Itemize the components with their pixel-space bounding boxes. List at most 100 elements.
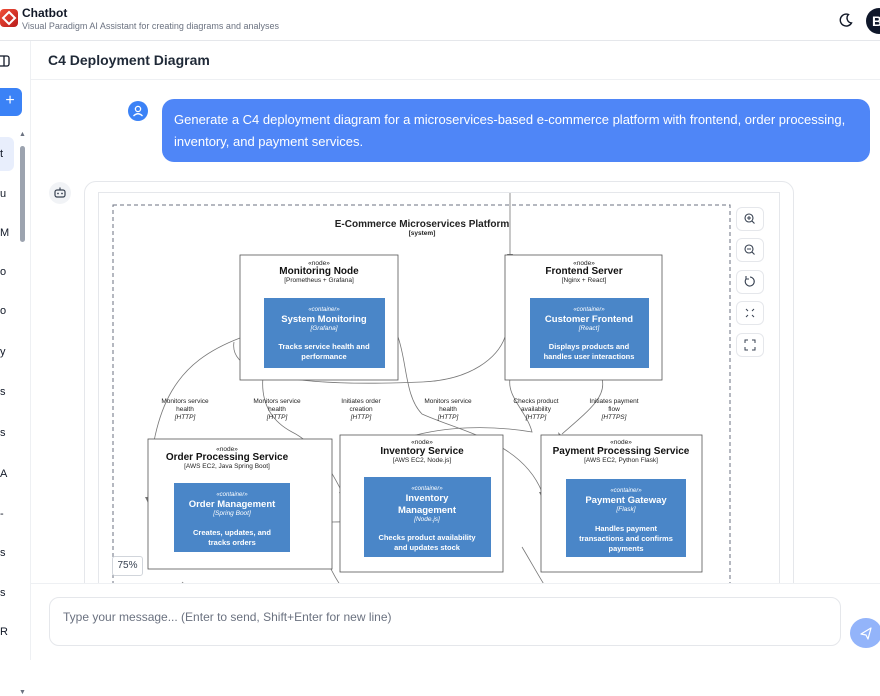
svg-text:Initiates payment: Initiates payment (589, 398, 638, 405)
monitoring-node-name: Monitoring Node (279, 266, 359, 277)
svg-text:«container»: «container» (216, 492, 248, 498)
conversation-item[interactable]: s (0, 587, 6, 599)
sidebar-toggle-icon[interactable] (0, 55, 12, 67)
svg-text:flow: flow (608, 406, 620, 413)
zoom-out-icon (744, 244, 755, 255)
svg-text:Handles payment: Handles payment (595, 524, 658, 533)
svg-text:health: health (268, 406, 286, 413)
conversation-item[interactable]: M (0, 227, 10, 239)
svg-text:Checks product: Checks product (513, 398, 558, 405)
svg-text:performance: performance (301, 352, 346, 361)
user-message-icon (128, 101, 148, 121)
svg-text:Monitors service: Monitors service (424, 398, 472, 405)
svg-text:tracks orders: tracks orders (208, 538, 256, 547)
fullscreen-button[interactable] (736, 333, 764, 357)
svg-text:[Node.js]: [Node.js] (413, 516, 440, 523)
conversation-item[interactable]: R (0, 626, 8, 638)
sidebar-scrollbar[interactable] (20, 146, 25, 242)
bot-avatar-icon (49, 182, 71, 204)
scroll-down-icon[interactable]: ▼ (19, 689, 26, 696)
svg-text:[Spring Boot]: [Spring Boot] (212, 510, 251, 517)
zoom-level: 75% (112, 556, 143, 576)
monitoring-container (264, 298, 385, 368)
svg-text:payments: payments (608, 544, 643, 553)
zoom-in-icon (744, 213, 755, 224)
svg-text:System Monitoring: System Monitoring (281, 314, 367, 325)
svg-text:[HTTP]: [HTTP] (266, 414, 288, 421)
inventory-node-name: Inventory Service (380, 446, 464, 457)
conversation-item[interactable]: s (0, 547, 6, 559)
fit-icon (745, 308, 755, 318)
zoom-in-button[interactable] (736, 207, 764, 231)
svg-text:[Flask]: [Flask] (615, 506, 635, 513)
conversation-item-active[interactable] (0, 137, 14, 171)
frontend-container (530, 298, 649, 368)
svg-text:Initiates order: Initiates order (341, 398, 381, 405)
app-logo-icon (0, 9, 18, 27)
svg-text:[HTTPS]: [HTTPS] (601, 414, 627, 421)
svg-text:Checks product availability: Checks product availability (378, 533, 476, 542)
conversation-item[interactable]: t (0, 148, 4, 160)
reset-view-button[interactable] (736, 270, 764, 294)
svg-text:Displays products and: Displays products and (549, 342, 630, 351)
conversation-item[interactable]: s (0, 427, 6, 439)
system-boundary (112, 204, 731, 602)
conversation-item[interactable]: - (0, 508, 4, 520)
svg-text:Monitors service: Monitors service (253, 398, 301, 405)
fullscreen-icon (744, 339, 756, 351)
top-bar: Chatbot Visual Paradigm AI Assistant for… (0, 0, 880, 41)
conversation-item[interactable]: A (0, 468, 8, 480)
svg-text:and updates stock: and updates stock (394, 543, 461, 552)
page-title: C4 Deployment Diagram (48, 52, 210, 68)
diagram-canvas[interactable]: E-Commerce Microservices Platform [syste… (98, 192, 780, 602)
svg-text:«container»: «container» (411, 486, 443, 492)
c4-diagram: E-Commerce Microservices Platform [syste… (112, 193, 731, 602)
svg-text:«node»: «node» (216, 446, 238, 453)
connector-9 (521, 546, 557, 602)
new-chat-button[interactable]: + (0, 88, 22, 116)
svg-text:Creates, updates, and: Creates, updates, and (193, 528, 271, 537)
conversation-item[interactable]: s (0, 386, 6, 398)
system-title: E-Commerce Microservices Platform (335, 219, 510, 230)
svg-text:[AWS EC2, Python Flask]: [AWS EC2, Python Flask] (584, 457, 658, 464)
svg-text:handles user interactions: handles user interactions (544, 352, 635, 361)
svg-text:[Grafana]: [Grafana] (309, 325, 337, 332)
svg-text:health: health (176, 406, 194, 413)
svg-text:«container»: «container» (610, 488, 642, 494)
svg-text:transactions and confirms: transactions and confirms (579, 534, 673, 543)
app-subtitle: Visual Paradigm AI Assistant for creatin… (22, 21, 279, 31)
payment-container (566, 479, 686, 557)
user-message: Generate a C4 deployment diagram for a m… (162, 99, 870, 162)
svg-text:[HTTP]: [HTTP] (174, 414, 196, 421)
conversation-item[interactable]: o (0, 266, 7, 278)
user-avatar[interactable]: B (866, 8, 880, 34)
svg-text:[Nginx + React]: [Nginx + React] (562, 277, 607, 284)
order-container (174, 483, 290, 552)
svg-text:Tracks service health and: Tracks service health and (278, 342, 370, 351)
svg-text:[HTTP]: [HTTP] (437, 414, 459, 421)
zoom-out-button[interactable] (736, 238, 764, 262)
conversation-item[interactable]: o (0, 305, 7, 317)
svg-text:[React]: [React] (578, 325, 600, 332)
svg-text:[AWS EC2, Node.js]: [AWS EC2, Node.js] (393, 457, 451, 464)
svg-text:[Prometheus + Grafana]: [Prometheus + Grafana] (284, 277, 354, 284)
svg-text:«node»: «node» (573, 260, 595, 267)
order-node-name: Order Processing Service (166, 452, 289, 463)
svg-text:creation: creation (349, 406, 373, 413)
svg-text:availability: availability (521, 406, 552, 413)
scroll-up-icon[interactable]: ▲ (19, 131, 26, 138)
message-input[interactable] (50, 598, 840, 645)
send-button[interactable] (850, 618, 880, 648)
dark-mode-toggle-icon[interactable] (838, 12, 854, 28)
svg-text:«node»: «node» (610, 439, 632, 446)
conversation-item[interactable]: y (0, 346, 6, 358)
fit-view-button[interactable] (736, 301, 764, 325)
diagram-card: E-Commerce Microservices Platform [syste… (84, 181, 794, 603)
inventory-container (364, 477, 491, 557)
conversation-item[interactable]: u (0, 188, 7, 200)
frontend-node-name: Frontend Server (545, 266, 622, 277)
app-title: Chatbot (22, 6, 68, 20)
system-tag: [system] (409, 230, 436, 237)
svg-text:Inventory: Inventory (406, 493, 449, 504)
svg-text:«container»: «container» (573, 307, 605, 313)
